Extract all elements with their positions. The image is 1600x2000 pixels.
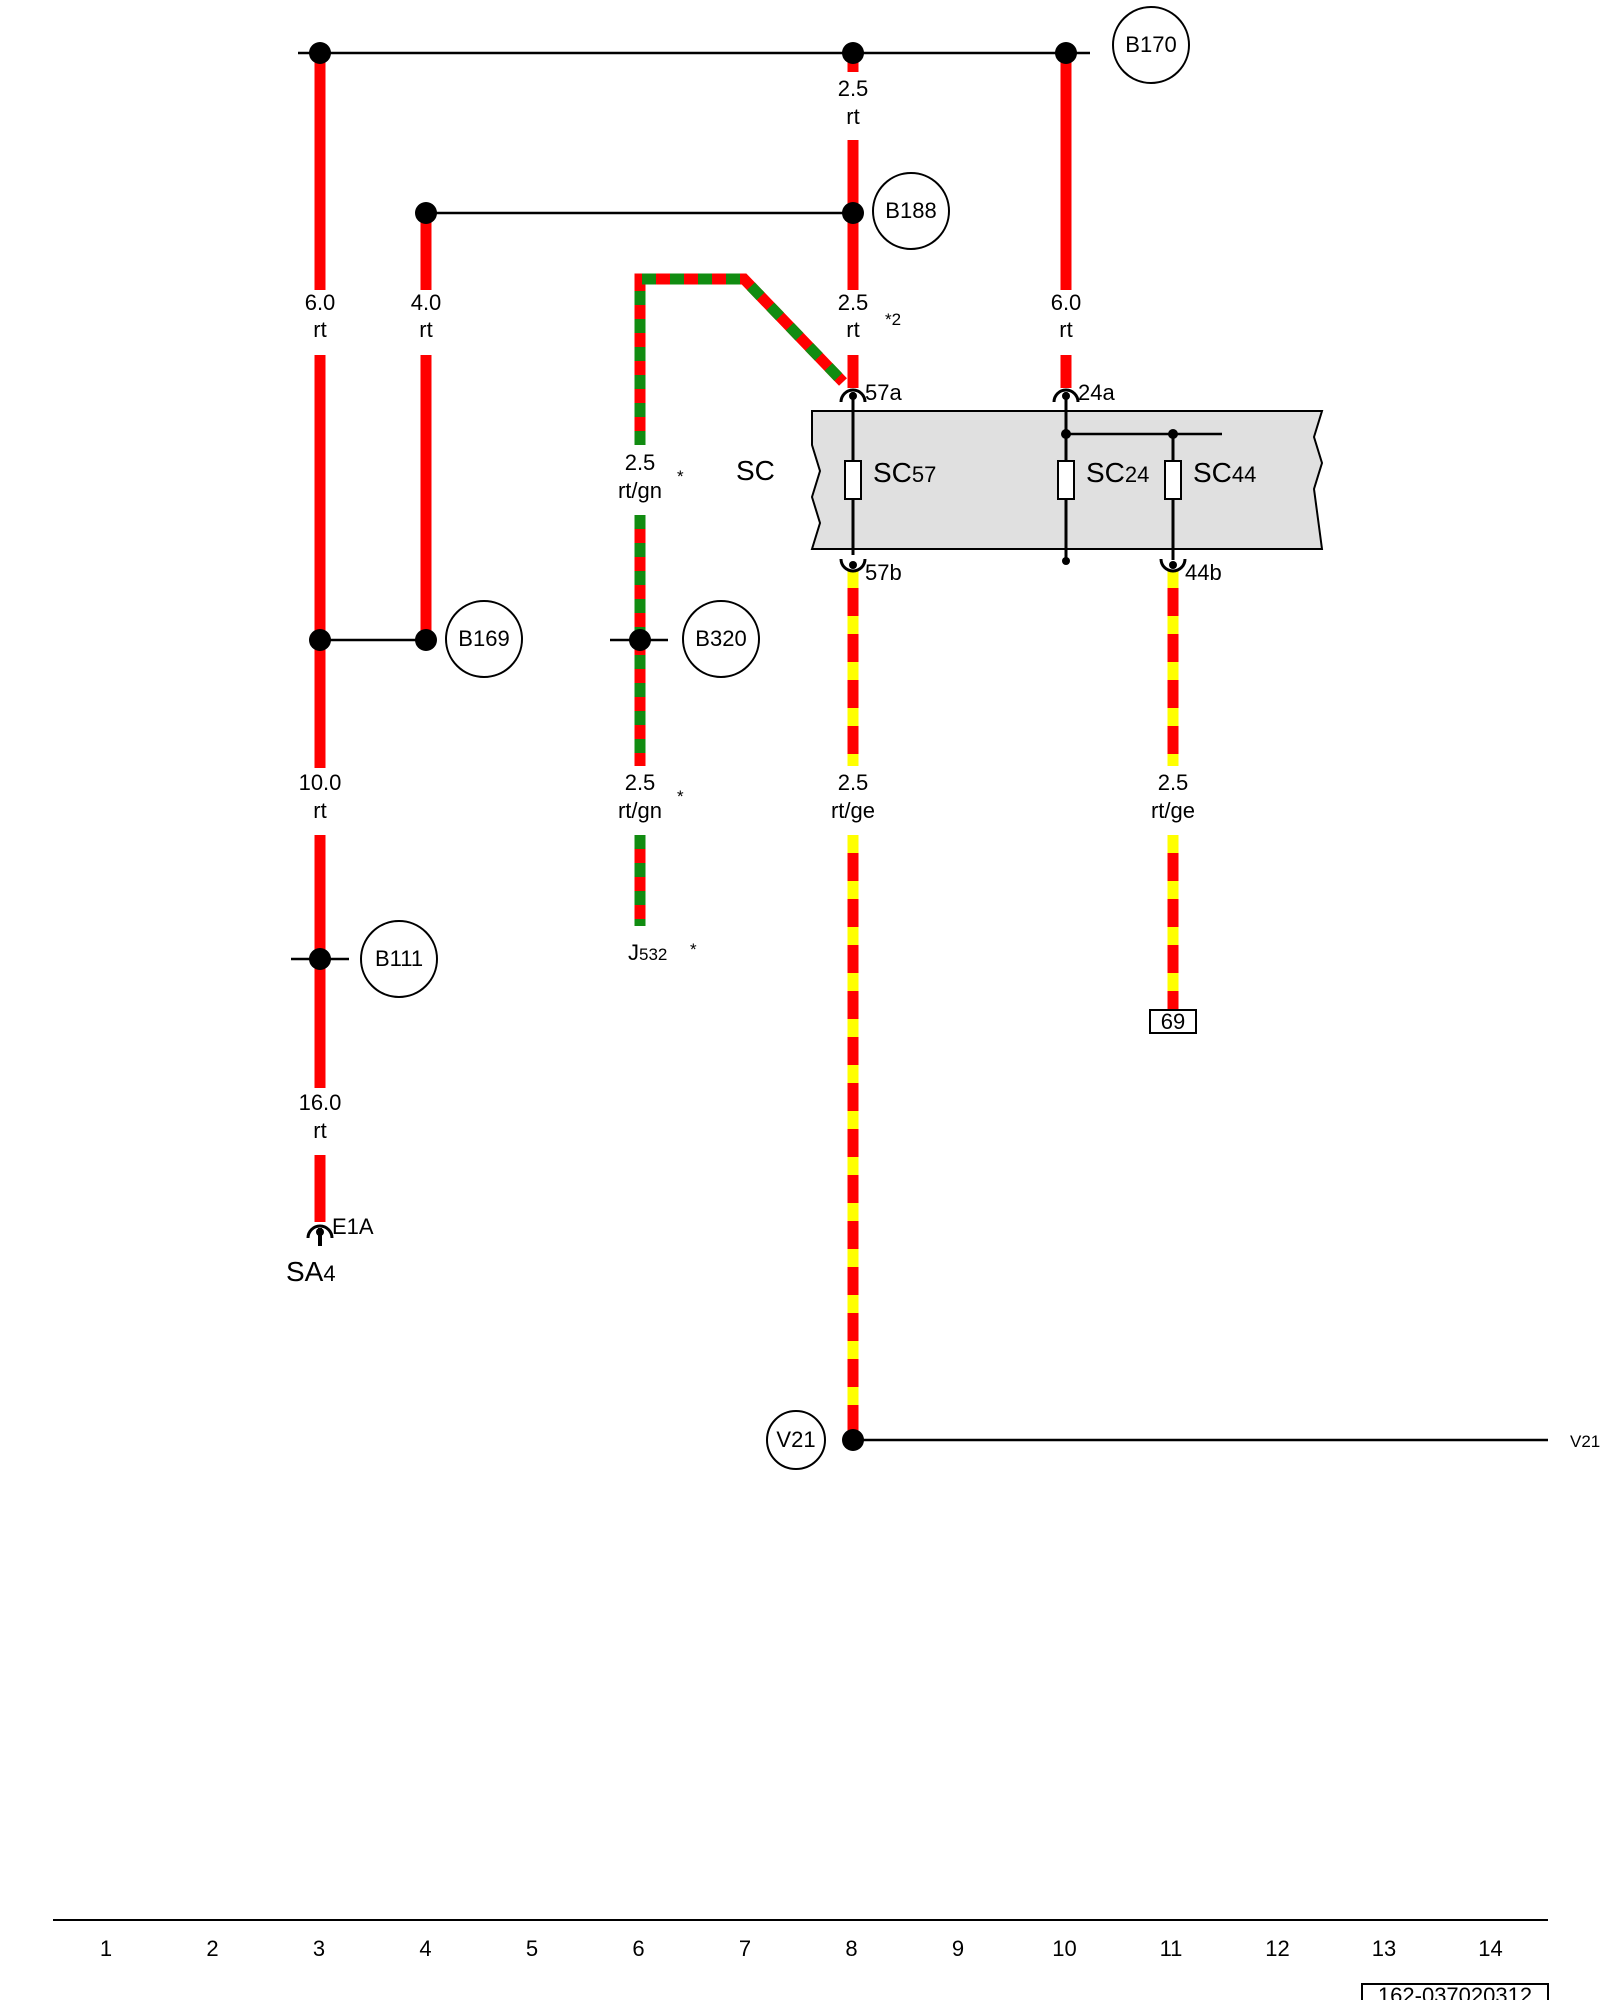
bridge-node xyxy=(1168,429,1178,439)
connector-b111[interactable]: B111 xyxy=(360,920,438,998)
splice-dot xyxy=(842,42,864,64)
pin-24a-label: 24a xyxy=(1078,380,1115,405)
wire-color-label: rt xyxy=(846,104,859,129)
wire-size-label: 6.0 xyxy=(305,290,336,315)
splice-dot xyxy=(1055,42,1077,64)
splice-dot xyxy=(309,42,331,64)
fuse-sc57-symbol xyxy=(844,460,862,500)
splice-dot xyxy=(415,202,437,224)
wire-color-label: rt xyxy=(1059,317,1072,342)
wire-size-label: 2.5 xyxy=(838,76,869,101)
wire-color-label: rt xyxy=(313,798,326,823)
footer-column-number: 7 xyxy=(739,1936,751,1961)
svg-text:B111: B111 xyxy=(375,946,423,971)
connector-b320[interactable]: B320 xyxy=(682,600,760,678)
wire-size-label: 10.0 xyxy=(299,770,342,795)
pin-e1a-symbol xyxy=(306,1224,334,1239)
svg-text:69: 69 xyxy=(1161,1009,1185,1034)
footer-column-number: 11 xyxy=(1160,1936,1183,1961)
component-j532-label[interactable]: J532 xyxy=(628,940,667,965)
wire-note: *2 xyxy=(885,310,901,329)
wire-size-label: 6.0 xyxy=(1051,290,1082,315)
bridge-node xyxy=(1061,429,1071,439)
wire-color-label: rt xyxy=(419,317,432,342)
pin-57a-label: 57a xyxy=(865,380,902,405)
footer-column-number: 12 xyxy=(1265,1936,1289,1961)
wire-color-label: rt xyxy=(313,317,326,342)
footer-column-number: 1 xyxy=(100,1936,112,1961)
footer-column-number: 3 xyxy=(313,1936,325,1961)
wire-color-label: rt/gn xyxy=(618,798,662,823)
pin-24a-symbol xyxy=(1052,388,1080,403)
splice-dot xyxy=(842,202,864,224)
wire-size-label: 2.5 xyxy=(838,770,869,795)
wire-size-label: 2.5 xyxy=(838,290,869,315)
wire-size-label: 2.5 xyxy=(625,770,656,795)
fuse-sc57-label: SC57 xyxy=(873,457,936,488)
pin-44b-symbol xyxy=(1159,558,1187,573)
footer-column-number: 6 xyxy=(632,1936,644,1961)
fuse-sc24-symbol xyxy=(1057,460,1075,500)
wire-color-label: rt/ge xyxy=(1151,798,1195,823)
footer-column-number: 13 xyxy=(1372,1936,1396,1961)
wire-size-label: 4.0 xyxy=(411,290,442,315)
wire-col6-rt-gn xyxy=(634,273,847,926)
svg-text:162-037020312: 162-037020312 xyxy=(1378,1983,1532,2000)
wire-color-label: rt xyxy=(846,317,859,342)
wire-note: * xyxy=(677,467,684,486)
footer-column-number: 10 xyxy=(1052,1936,1076,1961)
fuse-sc24-label: SC24 xyxy=(1086,457,1149,488)
wire-color-label: rt/ge xyxy=(831,798,875,823)
splice-dot xyxy=(629,629,651,651)
pin-57a-symbol xyxy=(839,388,867,403)
wire-size-label: 16.0 xyxy=(299,1090,342,1115)
svg-text:B320: B320 xyxy=(695,626,746,651)
splice-dot xyxy=(415,629,437,651)
footer-column-number: 2 xyxy=(206,1936,218,1961)
component-sa4-label[interactable]: SA4 xyxy=(286,1256,336,1287)
pin-e1a-label: E1A xyxy=(332,1214,374,1239)
svg-text:V21: V21 xyxy=(776,1427,815,1452)
reference-box-69[interactable]: 69 xyxy=(1149,1009,1197,1034)
connector-b169[interactable]: B169 xyxy=(445,600,523,678)
document-id-box: 162-037020312 xyxy=(1361,1983,1549,2000)
footer-column-number: 9 xyxy=(952,1936,964,1961)
fuse-sc44-symbol xyxy=(1164,460,1182,500)
connector-b188[interactable]: B188 xyxy=(872,172,950,250)
svg-text:B170: B170 xyxy=(1125,32,1176,57)
connector-v21[interactable]: V21 xyxy=(766,1410,826,1470)
wire-note: * xyxy=(690,940,697,959)
connector-b170[interactable]: B170 xyxy=(1112,6,1190,84)
footer-column-number: 14 xyxy=(1478,1936,1502,1961)
splice-dot xyxy=(309,629,331,651)
footer-column-number: 4 xyxy=(419,1936,431,1961)
v21-continuation-label: V21 xyxy=(1570,1432,1600,1451)
footer-column-number: 5 xyxy=(526,1936,538,1961)
fuse-sc44-label: SC44 xyxy=(1193,457,1256,488)
wire-size-label: 2.5 xyxy=(625,450,656,475)
footer-column-number: 8 xyxy=(845,1936,857,1961)
fusebox-label: SC xyxy=(736,455,775,486)
wire-color-label: rt/gn xyxy=(618,478,662,503)
pin-44b-label: 44b xyxy=(1185,560,1222,585)
pin-57b-label: 57b xyxy=(865,560,902,585)
wire-size-label: 2.5 xyxy=(1158,770,1189,795)
pin-57b-symbol xyxy=(839,558,867,573)
wire-note: * xyxy=(677,787,684,806)
svg-text:B188: B188 xyxy=(885,198,936,223)
splice-dot xyxy=(309,948,331,970)
splice-dot xyxy=(842,1429,864,1451)
wire-color-label: rt xyxy=(313,1118,326,1143)
svg-text:B169: B169 xyxy=(458,626,509,651)
